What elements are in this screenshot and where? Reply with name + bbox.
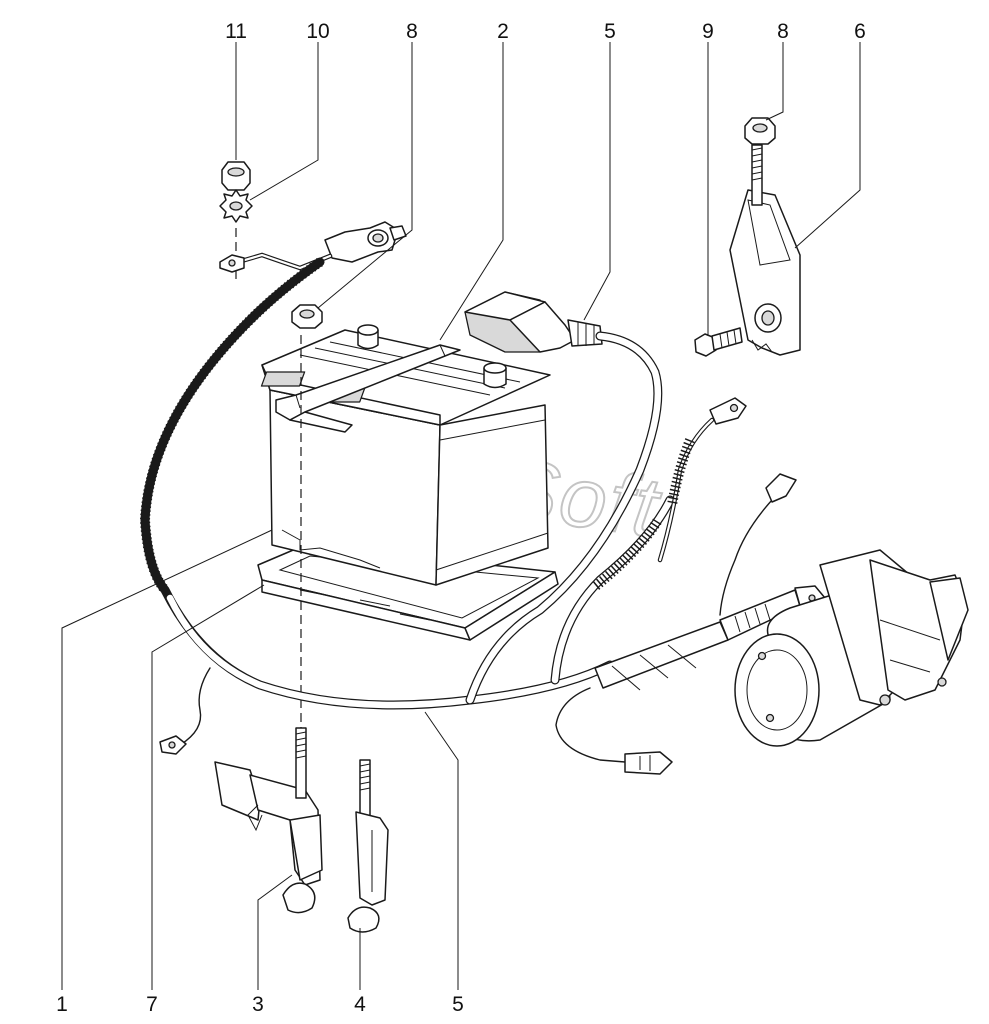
callout-labels: 11 10 8 2 5 9 8 6 1 7 3 4 5 <box>56 20 866 1016</box>
callout-8-top-left: 8 <box>406 20 418 43</box>
starter-wiring <box>159 397 826 775</box>
starter-motor <box>734 549 969 747</box>
callout-8-top-right: 8 <box>777 20 789 43</box>
callout-3: 3 <box>252 993 264 1016</box>
callout-5-bottom: 5 <box>452 993 464 1016</box>
callout-2: 2 <box>497 20 509 43</box>
callout-10: 10 <box>306 20 329 43</box>
callout-5-top: 5 <box>604 20 616 43</box>
callout-4: 4 <box>354 993 366 1016</box>
star-washer <box>219 189 253 223</box>
leader-lines <box>61 42 861 990</box>
callout-9: 9 <box>702 20 714 43</box>
clamp-rod <box>347 759 389 933</box>
mounting-bracket <box>729 189 801 356</box>
bracket-nut <box>744 117 776 145</box>
clamp-nut <box>291 304 323 329</box>
terminal-nut <box>221 161 251 191</box>
battery-hold-down-clamp <box>275 344 461 433</box>
callout-1: 1 <box>56 993 68 1016</box>
callout-7: 7 <box>146 993 158 1016</box>
clamp-rod-with-plate <box>214 727 323 914</box>
callout-11: 11 <box>225 20 247 43</box>
bracket-bolt <box>694 327 743 357</box>
bracket-stud <box>751 144 763 206</box>
positive-cable <box>464 291 675 705</box>
callout-6: 6 <box>854 20 866 43</box>
